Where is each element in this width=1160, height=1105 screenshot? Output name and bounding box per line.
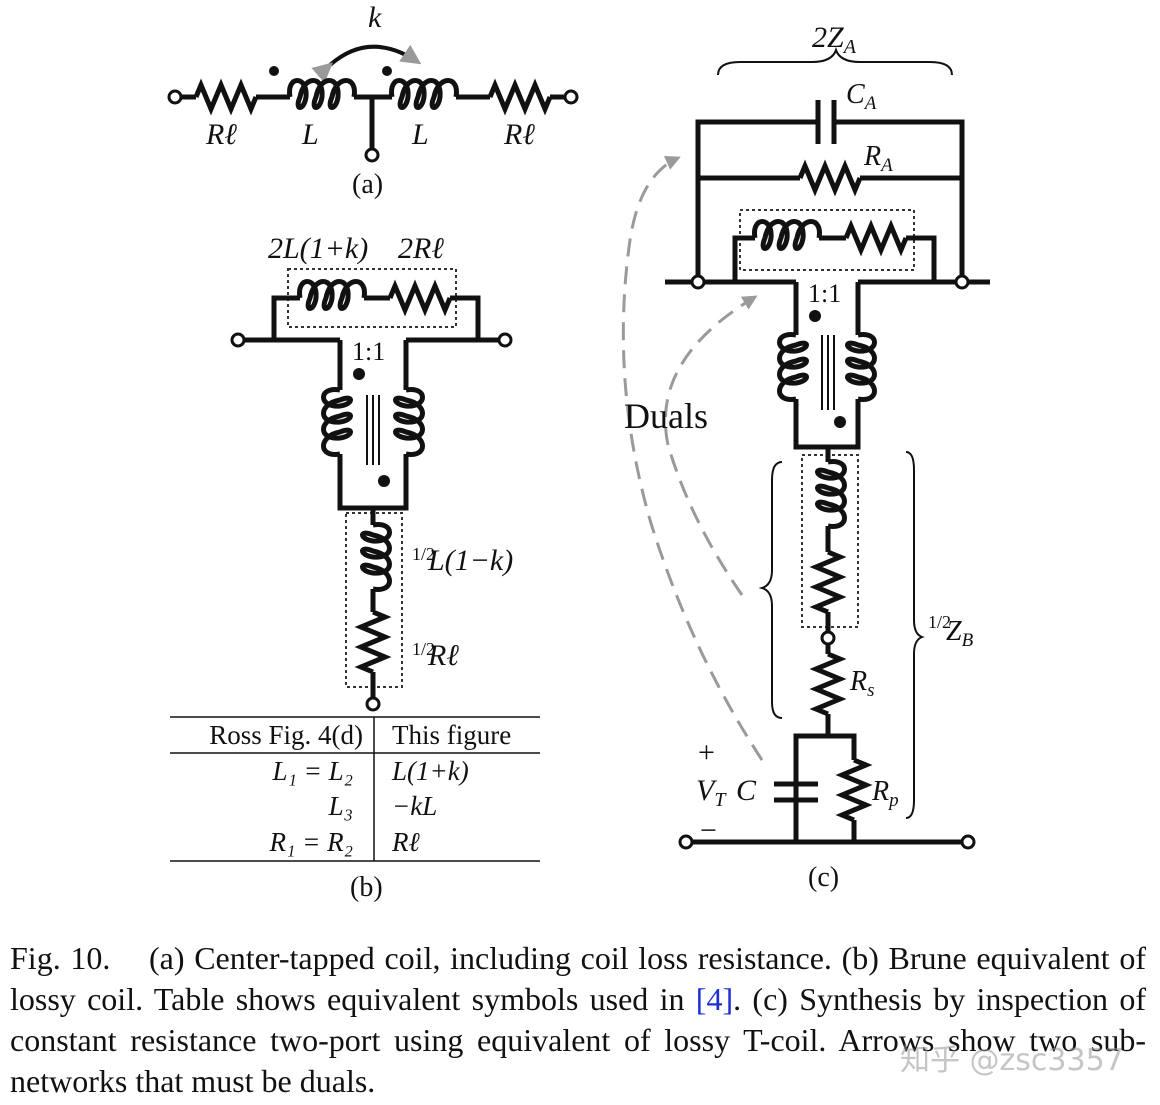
terminal-c-output: [954, 274, 970, 290]
internal-node: [820, 630, 836, 646]
left-resistor-label: Rℓ: [205, 118, 237, 151]
panel-b-brune-equivalent: 2L(1+k) 2Rℓ 1:1 1/2 L(1−k): [170, 232, 540, 903]
terminal-b-bottom: [365, 696, 381, 712]
panel-a-label: (a): [352, 169, 383, 200]
top-inductor-label: 2L(1+k): [268, 232, 368, 265]
polarity-dot: [382, 66, 392, 76]
inductor-fraction: 1/2: [412, 544, 435, 564]
resistor-fraction: 1/2: [412, 639, 435, 659]
caption-text: (a) Center-tapped coil, including coil l…: [10, 940, 1147, 1017]
source-vt-label: VT: [696, 774, 727, 811]
symbol-table: Ross Fig. 4(d) This figure L₁ = L₂ L(1+k…: [170, 716, 540, 862]
series-coil-resistor: [846, 226, 906, 250]
ca-label: CA: [846, 79, 877, 114]
reference-link[interactable]: [4]: [695, 981, 734, 1017]
source-minus: −: [700, 814, 717, 847]
coupling-k-label: k: [368, 1, 382, 34]
zb-brace-left: [758, 461, 783, 719]
ra-resistor: [800, 166, 860, 190]
circuit-figure: k Rℓ L L Rℓ (a) 2L(1+k) 2Rℓ: [167, 1, 990, 903]
transformer-ratio: 1:1: [808, 279, 841, 308]
zb-label: ZB: [946, 616, 974, 651]
terminal-a-left: [167, 89, 183, 105]
coupling-arrow: [311, 44, 422, 84]
terminal-a-center: [364, 147, 380, 163]
terminal-c-ground-left: [678, 834, 694, 850]
transformer-primary-coil: [780, 335, 807, 400]
zb-brace-right: [905, 451, 925, 819]
left-inductor-label: L: [301, 118, 319, 151]
series-resistor: [361, 612, 385, 672]
transformer-primary-coil: [324, 390, 351, 455]
duals-label: Duals: [624, 396, 708, 436]
right-inductor: [392, 81, 457, 108]
polarity-dot: [269, 66, 279, 76]
dual-arrow-outer: [621, 156, 764, 761]
top-resistor: [390, 286, 450, 310]
table-cell: Rℓ: [391, 827, 420, 857]
panel-c-label: (c): [808, 862, 839, 893]
za-brace: [717, 46, 953, 76]
terminal-a-right: [563, 89, 579, 105]
transformer-secondary-coil: [396, 390, 423, 455]
polarity-dot: [809, 310, 821, 322]
left-inductor: [290, 81, 355, 108]
rs-label: Rs: [849, 666, 875, 701]
terminal-b-right: [497, 332, 513, 348]
table-cell: R₁ = R₂: [269, 827, 353, 857]
top-inductor: [300, 282, 365, 309]
transformer-secondary-coil: [848, 335, 875, 400]
table-cell: L₁ = L₂: [271, 756, 353, 786]
series-inductor-label: L(1−k): [427, 544, 513, 577]
ra-label: RA: [863, 141, 893, 176]
figure-number: Fig. 10.: [10, 940, 111, 976]
top-resistor-label: 2Rℓ: [398, 232, 444, 265]
table-header-this: This figure: [392, 720, 511, 750]
panel-b-label: (b): [350, 872, 383, 903]
right-inductor-label: L: [411, 118, 429, 151]
za-label: 2ZA: [812, 21, 857, 58]
table-header-ross: Ross Fig. 4(d): [209, 720, 363, 750]
zb-resistor: [816, 552, 840, 612]
terminal-b-left: [230, 332, 246, 348]
series-resistor-label: Rℓ: [427, 639, 459, 672]
table-cell: −kL: [392, 791, 437, 821]
left-loss-resistor: [196, 85, 256, 109]
right-loss-resistor: [490, 85, 550, 109]
zb-inductor: [818, 462, 845, 527]
source-plus: +: [698, 736, 715, 769]
source-c-label: C: [736, 774, 757, 807]
polarity-dot: [378, 475, 390, 487]
panel-a-center-tapped-coil: k Rℓ L L Rℓ (a): [167, 1, 579, 200]
panel-c-constant-resistance-two-port: 2ZA CA RA 1:1: [621, 21, 990, 893]
polarity-dot: [353, 368, 365, 380]
zb-fraction: 1/2: [928, 612, 951, 632]
terminal-c-input: [690, 274, 706, 290]
rp-label: Rp: [871, 776, 899, 811]
transformer-ratio: 1:1: [352, 337, 385, 366]
watermark: 知乎 @zsc3357: [900, 1043, 1124, 1078]
series-inductor: [363, 525, 390, 590]
figure-caption: Fig. 10. (a) Center-tapped coil, includi…: [10, 938, 1146, 1102]
right-resistor-label: Rℓ: [503, 118, 535, 151]
caption-text: . (c) Synthesis by inspection of constan…: [10, 981, 1147, 1099]
rs-resistor: [816, 654, 840, 714]
rp-resistor: [842, 760, 866, 820]
polarity-dot: [834, 416, 846, 428]
table-cell: L(1+k): [391, 756, 469, 786]
dual-arrow-inner: [663, 295, 758, 596]
table-cell: L₃: [328, 791, 353, 821]
terminal-c-ground-right: [960, 834, 976, 850]
series-coil: [755, 222, 820, 249]
